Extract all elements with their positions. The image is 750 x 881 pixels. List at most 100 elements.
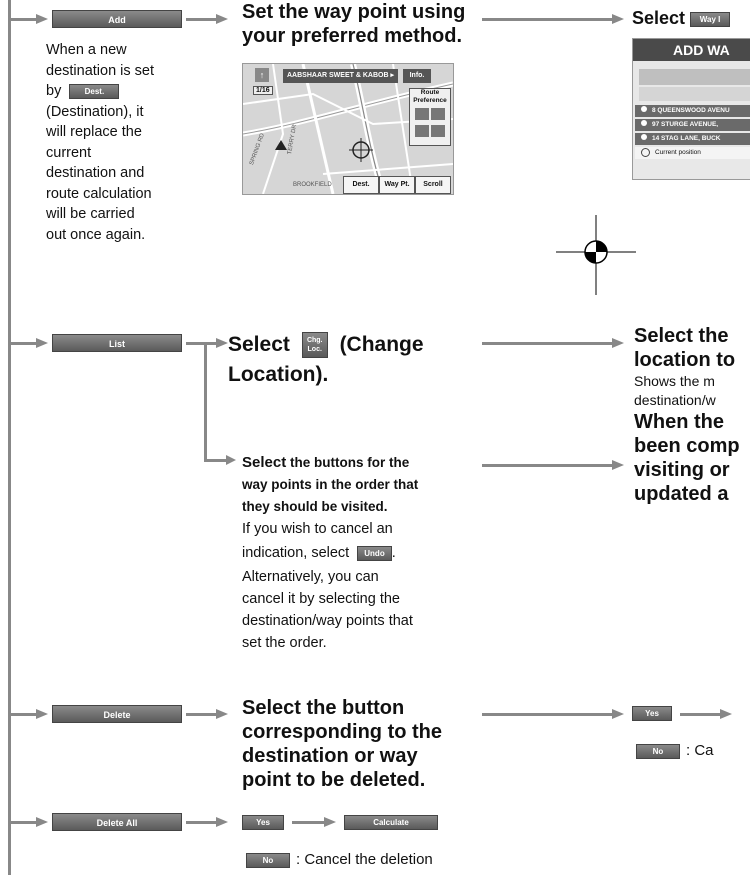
heading-line: corresponding to the bbox=[242, 721, 442, 743]
sub-line: Select the buttons for the bbox=[242, 452, 492, 474]
map-scale: 1/16 bbox=[253, 86, 273, 95]
add-waypoint-screen: ADD WA 8 QUEENSWOOD AVENU 97 STURGE AVEN… bbox=[632, 38, 750, 180]
map-info-button[interactable]: Info. bbox=[403, 69, 431, 83]
delete-all-yes-button[interactable]: Yes bbox=[242, 815, 284, 830]
map-dest-button[interactable]: Dest. bbox=[343, 176, 379, 194]
delete-yes-button[interactable]: Yes bbox=[632, 706, 672, 721]
connector bbox=[482, 713, 612, 716]
delete-all-no-button[interactable]: No bbox=[246, 853, 290, 868]
desc-line: route calculation bbox=[46, 185, 152, 202]
sub-line: set the order. bbox=[242, 635, 327, 651]
delete-all-no-text: : Cancel the deletion bbox=[296, 851, 433, 868]
route-preference-button[interactable]: Route Preference bbox=[409, 88, 451, 146]
sub-word: . bbox=[391, 545, 396, 561]
map-waypt-button[interactable]: Way Pt. bbox=[379, 176, 415, 194]
delete-instruction: Select the button corresponding to the d… bbox=[242, 696, 482, 792]
desc-line: destination and bbox=[46, 165, 145, 181]
map-place-label: AABSHAAR SWEET & KABOB ▸ bbox=[283, 69, 398, 83]
right-heading: been comp bbox=[634, 435, 740, 457]
list-select-label: Select Chg. Loc. (Change Location). bbox=[228, 330, 478, 390]
connector bbox=[8, 342, 36, 345]
map-screen: AABSHAAR SWEET & KABOB ▸ Info. 1/16 ↑ Ro… bbox=[242, 63, 454, 195]
add-instruction: Set the way point using your preferred m… bbox=[242, 0, 482, 48]
current-position-label: Current position bbox=[655, 149, 701, 156]
sub-line: indication, select Undo. bbox=[242, 540, 492, 566]
desc-line: When a new bbox=[46, 42, 127, 58]
route-pref-line: Route bbox=[420, 89, 440, 96]
map-scroll-button[interactable]: Scroll bbox=[415, 176, 451, 194]
sub-line: If you wish to cancel an bbox=[242, 521, 393, 537]
route-pref-line: Preference bbox=[413, 97, 447, 104]
waypoint-bullet-icon bbox=[641, 120, 647, 126]
desc-by: by bbox=[46, 83, 62, 99]
connector bbox=[482, 342, 612, 345]
arrow bbox=[720, 709, 732, 719]
heading-line: Set the way point using bbox=[242, 1, 466, 23]
desc-line: will be carried bbox=[46, 206, 135, 222]
route-pref-icons bbox=[410, 107, 450, 141]
arrow bbox=[226, 455, 236, 465]
sub-word: Select bbox=[242, 454, 287, 471]
connector bbox=[204, 459, 228, 462]
heading-line: destination or way bbox=[242, 745, 418, 767]
delete-all-button[interactable]: Delete All bbox=[52, 813, 182, 831]
right-heading: visiting or bbox=[634, 459, 730, 481]
dest-button-inline: Dest. bbox=[69, 83, 120, 99]
connector bbox=[8, 821, 36, 824]
delete-button[interactable]: Delete bbox=[52, 705, 182, 723]
list-button[interactable]: List bbox=[52, 334, 182, 352]
sub-line: way points in the order that bbox=[242, 477, 419, 492]
arrow bbox=[36, 817, 48, 827]
sub-line: Alternatively, you can bbox=[242, 569, 379, 585]
desc-line: current bbox=[46, 144, 92, 161]
connector bbox=[8, 713, 36, 716]
sub-word: indication, select bbox=[242, 545, 350, 561]
connector bbox=[482, 464, 612, 467]
arrow bbox=[216, 709, 228, 719]
waypoint-label: 8 QUEENSWOOD AVENU bbox=[652, 107, 730, 114]
calculate-button[interactable]: Calculate bbox=[344, 815, 438, 830]
current-position-icon bbox=[641, 147, 650, 157]
waypoint-label: 14 STAG LANE, BUCK bbox=[652, 135, 721, 142]
sub-line: destination/way points that bbox=[242, 613, 413, 629]
delete-no-button[interactable]: No bbox=[636, 744, 680, 759]
way-button-inline: Way I bbox=[690, 11, 731, 27]
desc-line: destination is set bbox=[46, 62, 155, 79]
arrow bbox=[36, 338, 48, 348]
sub-line: they should be visited. bbox=[242, 499, 388, 514]
sub-line: cancel it by selecting the bbox=[242, 591, 400, 607]
arrow bbox=[36, 14, 48, 24]
right-heading: location to bbox=[634, 349, 736, 371]
flow-line-vertical bbox=[8, 0, 11, 875]
right-heading: updated a bbox=[634, 483, 729, 505]
delete-no-text: : Ca bbox=[686, 742, 714, 759]
connector bbox=[204, 342, 207, 462]
arrow bbox=[612, 338, 624, 348]
add-description: When a new destination is set by Dest. (… bbox=[46, 40, 196, 245]
arrow bbox=[216, 338, 228, 348]
select-text: (Change bbox=[339, 333, 424, 356]
north-icon: ↑ bbox=[255, 68, 269, 82]
right-heading: When the bbox=[634, 411, 724, 433]
right-heading: Select the bbox=[634, 325, 729, 347]
add-button[interactable]: Add bbox=[52, 10, 182, 28]
connector bbox=[8, 18, 36, 21]
arrow bbox=[324, 817, 336, 827]
connector bbox=[292, 821, 324, 824]
waypoint-item[interactable]: 14 STAG LANE, BUCK bbox=[635, 133, 750, 145]
waypoint-item[interactable]: 97 STURGE AVENUE, bbox=[635, 119, 750, 131]
right-small: destination/w bbox=[634, 392, 716, 408]
waypoint-label: 97 STURGE AVENUE, bbox=[652, 121, 719, 128]
arrow bbox=[612, 709, 624, 719]
add-waypoint-band bbox=[639, 69, 750, 85]
desc-line: (Destination), it bbox=[46, 103, 144, 120]
arrow bbox=[36, 709, 48, 719]
heading-line: point to be deleted. bbox=[242, 769, 426, 791]
waypoint-item[interactable]: 8 QUEENSWOOD AVENU bbox=[635, 105, 750, 117]
connector bbox=[680, 713, 720, 716]
desc-line: will replace the bbox=[46, 124, 142, 140]
map-street: BROOKFIELD bbox=[293, 182, 332, 188]
add-select-label: Select Way I bbox=[632, 6, 731, 30]
current-position-row[interactable]: Current position bbox=[635, 147, 750, 159]
chg-loc-button-inline: Chg. Loc. bbox=[301, 332, 328, 359]
